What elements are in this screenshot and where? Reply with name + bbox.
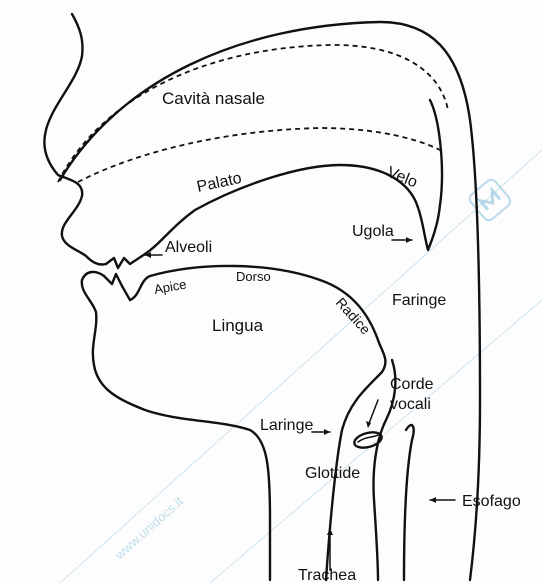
- larynx-wall: [374, 360, 396, 580]
- label-esofago: Esofago: [462, 493, 521, 510]
- ugola-arrow-icon: [392, 237, 412, 243]
- label-velo: Velo: [385, 164, 420, 191]
- label-alveoli: Alveoli: [165, 239, 212, 256]
- label-dorso: Dorso: [236, 269, 271, 284]
- label-vocali: vocali: [390, 396, 431, 413]
- label-glottide: Glottide: [305, 465, 360, 482]
- face-profile-upper: [44, 14, 106, 265]
- label-lingua: Lingua: [212, 316, 264, 335]
- watermark-line: [60, 150, 542, 583]
- esofago-arrow-icon: [430, 497, 455, 503]
- lower-teeth: [104, 274, 130, 300]
- corde-arrow-icon: [366, 400, 378, 428]
- watermark-logo-icon: [467, 177, 512, 222]
- label-cavita-nasale: Cavità nasale: [162, 89, 265, 108]
- label-ugola: Ugola: [352, 223, 394, 240]
- label-apice: Apice: [153, 277, 188, 297]
- label-palato: Palato: [195, 170, 243, 196]
- laringe-arrow-icon: [312, 429, 330, 435]
- label-faringe: Faringe: [392, 292, 446, 309]
- label-trachea: Trachea: [298, 567, 356, 583]
- esophagus-front-wall: [404, 425, 414, 580]
- upper-teeth: [106, 256, 142, 268]
- label-laringe: Laringe: [260, 417, 313, 434]
- label-corde: Corde: [390, 376, 434, 393]
